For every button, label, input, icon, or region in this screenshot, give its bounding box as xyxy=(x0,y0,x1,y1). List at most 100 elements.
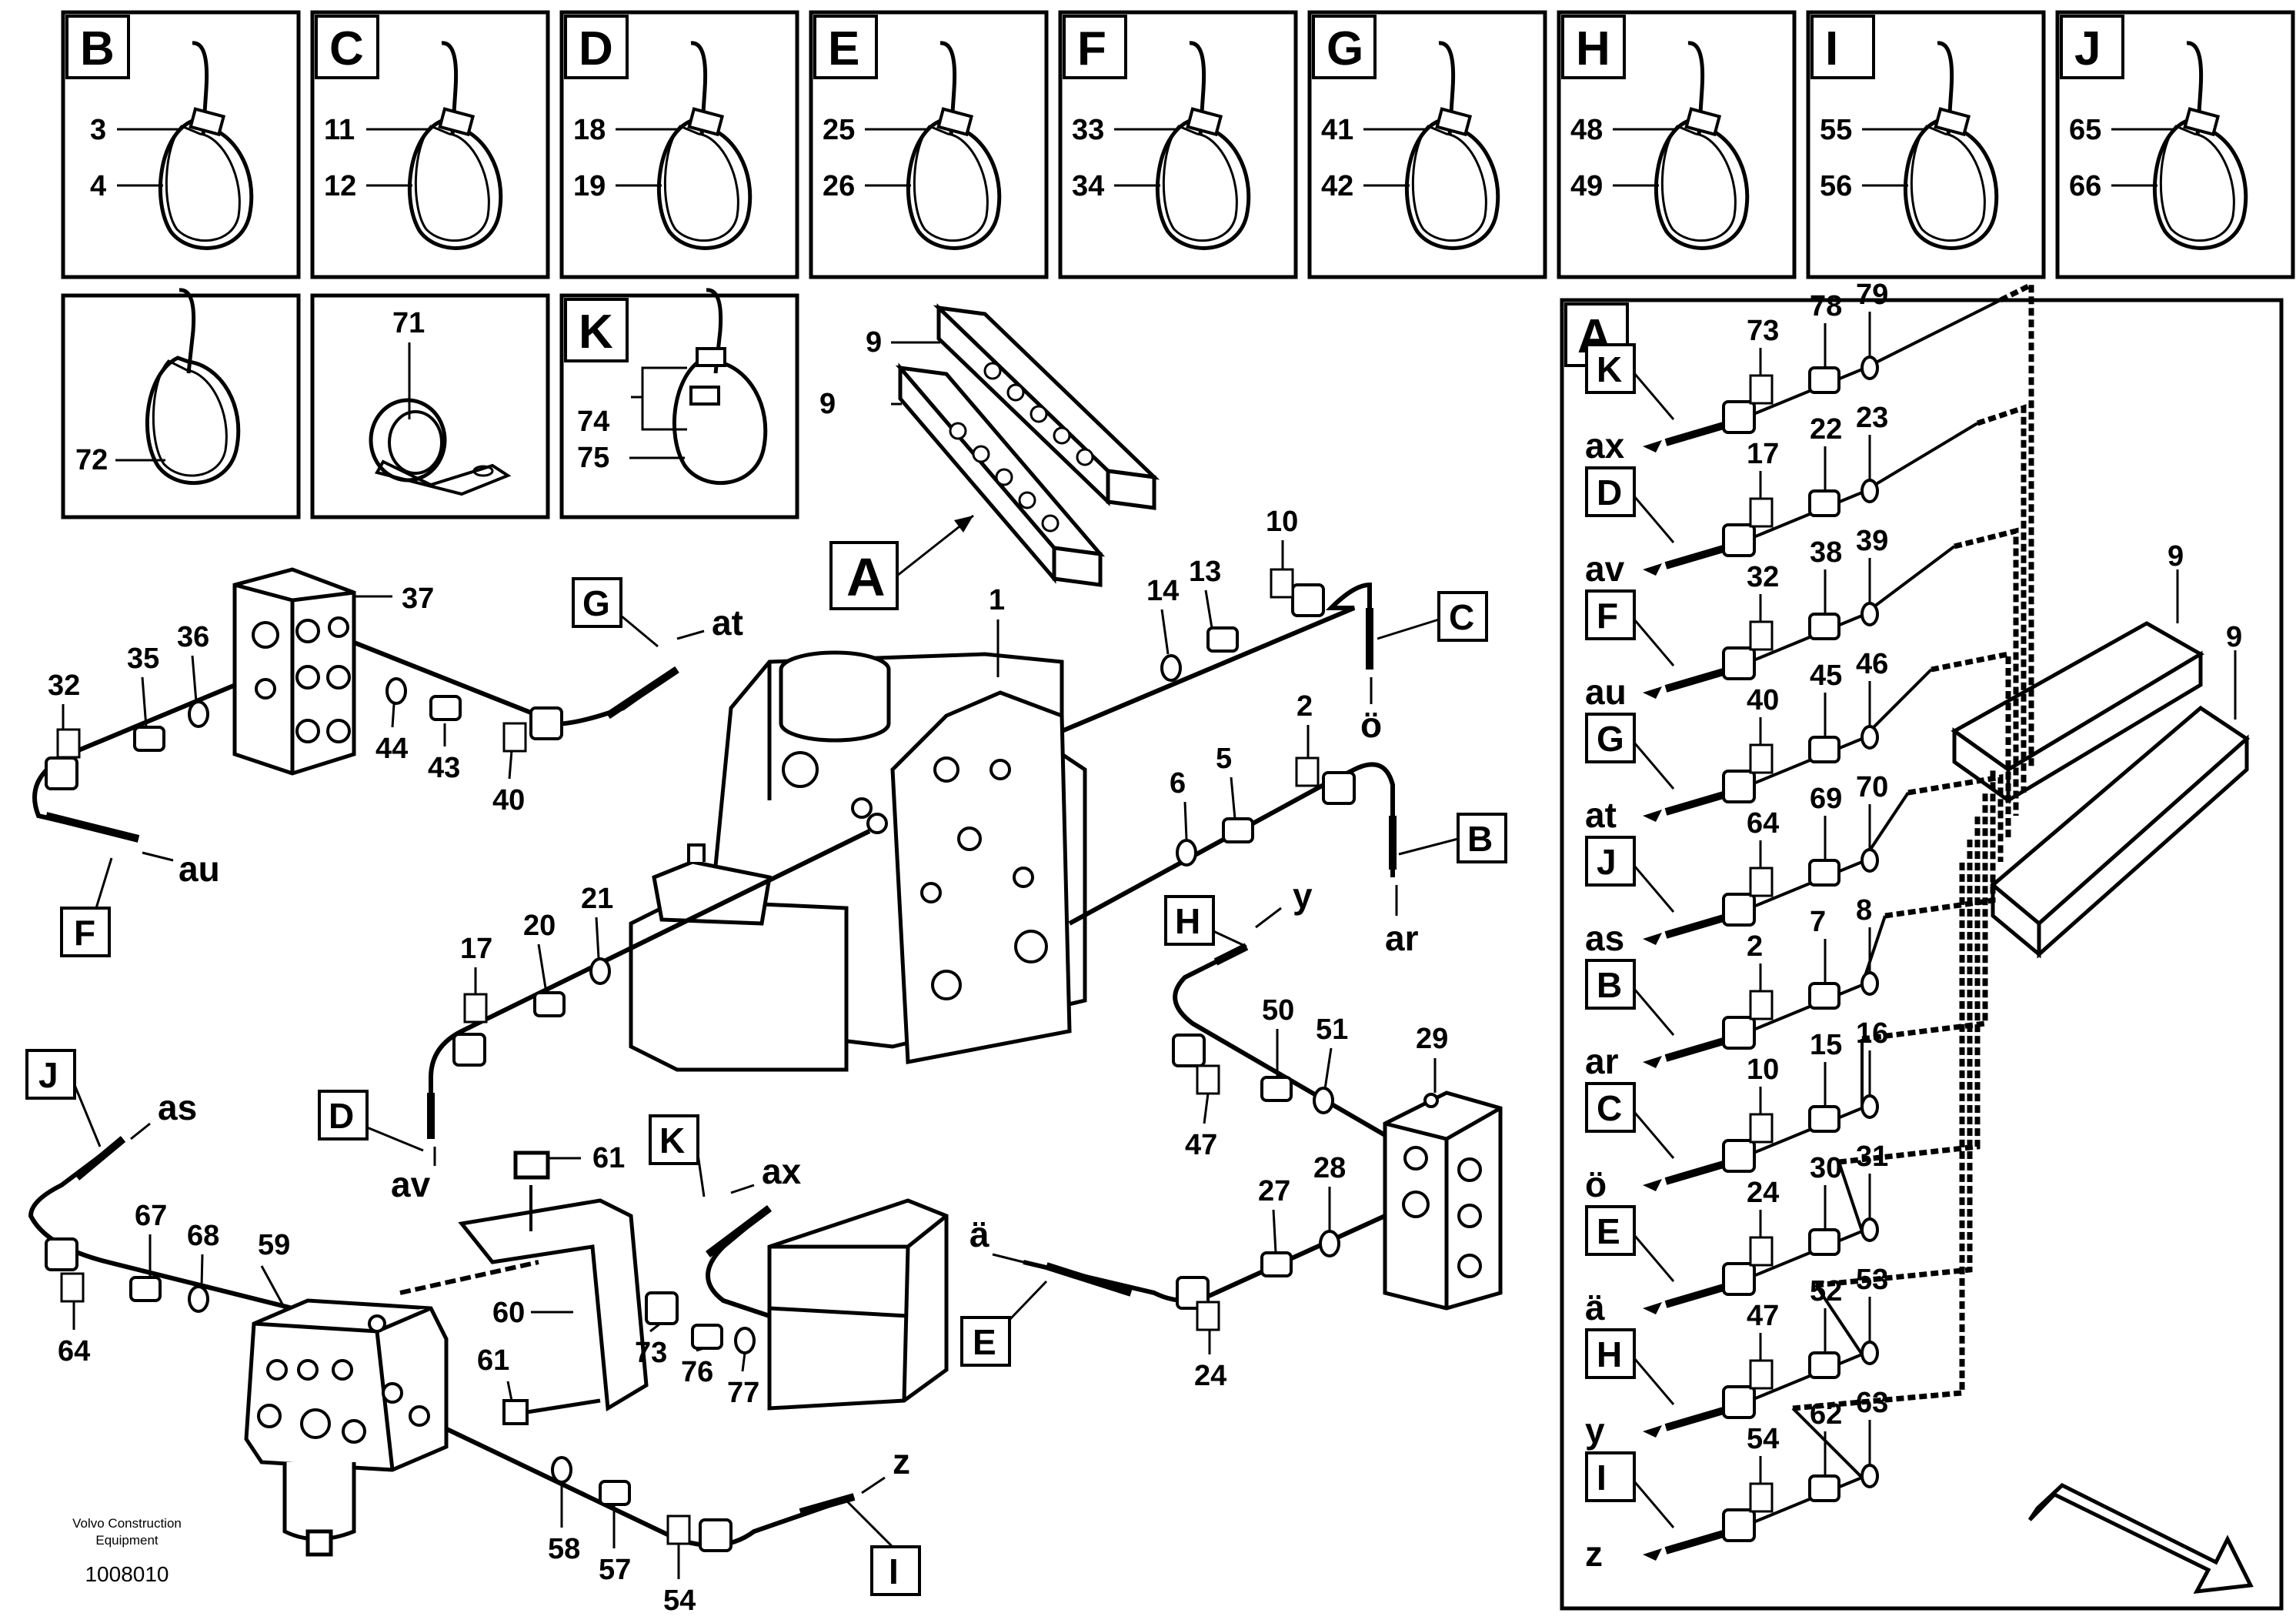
inset-panel-F: F 33 34 xyxy=(1058,10,1298,279)
inset-panel-71: 71 xyxy=(310,293,550,519)
footer-code: 1008010 xyxy=(85,1562,169,1586)
label-64: 64 xyxy=(58,1335,90,1368)
label-74: 74 xyxy=(577,406,609,438)
detail-label-c: 39 xyxy=(1856,525,1888,557)
inset-letter: J xyxy=(2074,22,2101,75)
detail-end-label: at xyxy=(1585,795,1617,835)
detail-callout-D: D xyxy=(1597,473,1622,513)
detail-end-label: ö xyxy=(1585,1164,1607,1204)
label-9-bottom: 9 xyxy=(819,388,836,420)
detail-label-a: 10 xyxy=(1747,1054,1779,1086)
inset-label-top: 3 xyxy=(90,114,106,146)
end-label-av: av xyxy=(391,1164,431,1204)
cable-tie-icon xyxy=(158,41,254,250)
label-50: 50 xyxy=(1262,994,1294,1027)
inset-label-bottom: 42 xyxy=(1321,170,1353,202)
inset-label-bottom: 12 xyxy=(324,170,356,202)
detail-end-label: y xyxy=(1585,1411,1605,1451)
detail-label-c: 70 xyxy=(1856,771,1888,803)
label-14: 14 xyxy=(1146,575,1179,607)
label-2: 2 xyxy=(1297,690,1313,723)
footer: Volvo Construction Equipment 1008010 xyxy=(72,1516,182,1586)
detail-end-label: ar xyxy=(1585,1041,1619,1081)
cable-tie-inset-row: B34C1112D1819E2526F3334G4142H4849I5556J6… xyxy=(61,10,2295,279)
cable-tie-icon xyxy=(407,41,503,250)
rubber-clamp-icon xyxy=(369,398,512,496)
cable-tie-icon xyxy=(1654,41,1750,250)
detail-label-a: 40 xyxy=(1747,684,1779,716)
detail-callout-F: F xyxy=(1597,596,1618,636)
detail-label-c: 8 xyxy=(1856,894,1872,927)
fittings xyxy=(45,583,1356,1552)
detail-label-b: 30 xyxy=(1810,1152,1842,1184)
detail-label-a: 73 xyxy=(1747,315,1779,347)
label-6: 6 xyxy=(1170,767,1186,800)
label-36: 36 xyxy=(177,621,209,653)
label-51: 51 xyxy=(1316,1014,1348,1046)
label-61b: 61 xyxy=(477,1344,509,1377)
detail-callout-E: E xyxy=(1597,1211,1620,1251)
label-32: 32 xyxy=(48,670,80,702)
control-valve-1 xyxy=(629,650,1087,1072)
label-60: 60 xyxy=(492,1297,525,1329)
inset-letter: H xyxy=(1576,22,1610,75)
label-54: 54 xyxy=(663,1585,696,1617)
end-label-at: at xyxy=(712,603,743,643)
detail-label-a: 24 xyxy=(1747,1177,1779,1209)
label-24: 24 xyxy=(1194,1360,1226,1392)
detail-label-9a: 9 xyxy=(2168,540,2184,573)
valve-block-59 xyxy=(244,1298,449,1557)
detail-end-label: av xyxy=(1585,549,1625,589)
label-77: 77 xyxy=(727,1377,759,1409)
inset-label-bottom: 34 xyxy=(1072,170,1104,202)
callout-C: C xyxy=(1449,597,1474,637)
inset-label-bottom: 49 xyxy=(1570,170,1603,202)
detail-label-c: 31 xyxy=(1856,1140,1888,1173)
label-75: 75 xyxy=(577,442,609,474)
label-43: 43 xyxy=(428,752,460,784)
inset-letter: F xyxy=(1077,22,1106,75)
label-71: 71 xyxy=(392,307,425,339)
cable-tie-icon xyxy=(2152,41,2248,250)
end-label-y: y xyxy=(1293,876,1313,916)
label-72: 72 xyxy=(75,444,108,476)
label-47: 47 xyxy=(1185,1129,1217,1161)
manifold-assembly xyxy=(895,303,1160,587)
cable-tie-icon xyxy=(906,41,1002,250)
end-label-ä: ä xyxy=(969,1214,989,1254)
label-76: 76 xyxy=(681,1356,713,1388)
label-29: 29 xyxy=(1416,1023,1448,1055)
detail-callout-G: G xyxy=(1597,719,1624,759)
callout-J: J xyxy=(38,1055,58,1095)
label-40: 40 xyxy=(492,784,525,817)
label-1: 1 xyxy=(989,584,1005,616)
label-27: 27 xyxy=(1258,1175,1290,1207)
detail-label-a: 32 xyxy=(1747,561,1779,593)
direction-arrow-icon xyxy=(2027,1482,2254,1595)
detail-label-9b: 9 xyxy=(2226,621,2242,653)
inset-letter-K: K xyxy=(579,306,613,359)
inset-letter: I xyxy=(1825,22,1838,75)
inset-label-top: 33 xyxy=(1072,114,1104,146)
inset-panel-B: B34 xyxy=(61,10,301,279)
detail-label-b: 7 xyxy=(1810,906,1826,938)
callout-F: F xyxy=(74,913,95,953)
detail-callout-C: C xyxy=(1597,1088,1622,1128)
detail-callout-B: B xyxy=(1597,965,1622,1005)
inset-label-bottom: 26 xyxy=(823,170,855,202)
label-17: 17 xyxy=(460,933,492,965)
detail-label-b: 45 xyxy=(1810,660,1842,692)
inset-label-bottom: 4 xyxy=(90,170,106,202)
